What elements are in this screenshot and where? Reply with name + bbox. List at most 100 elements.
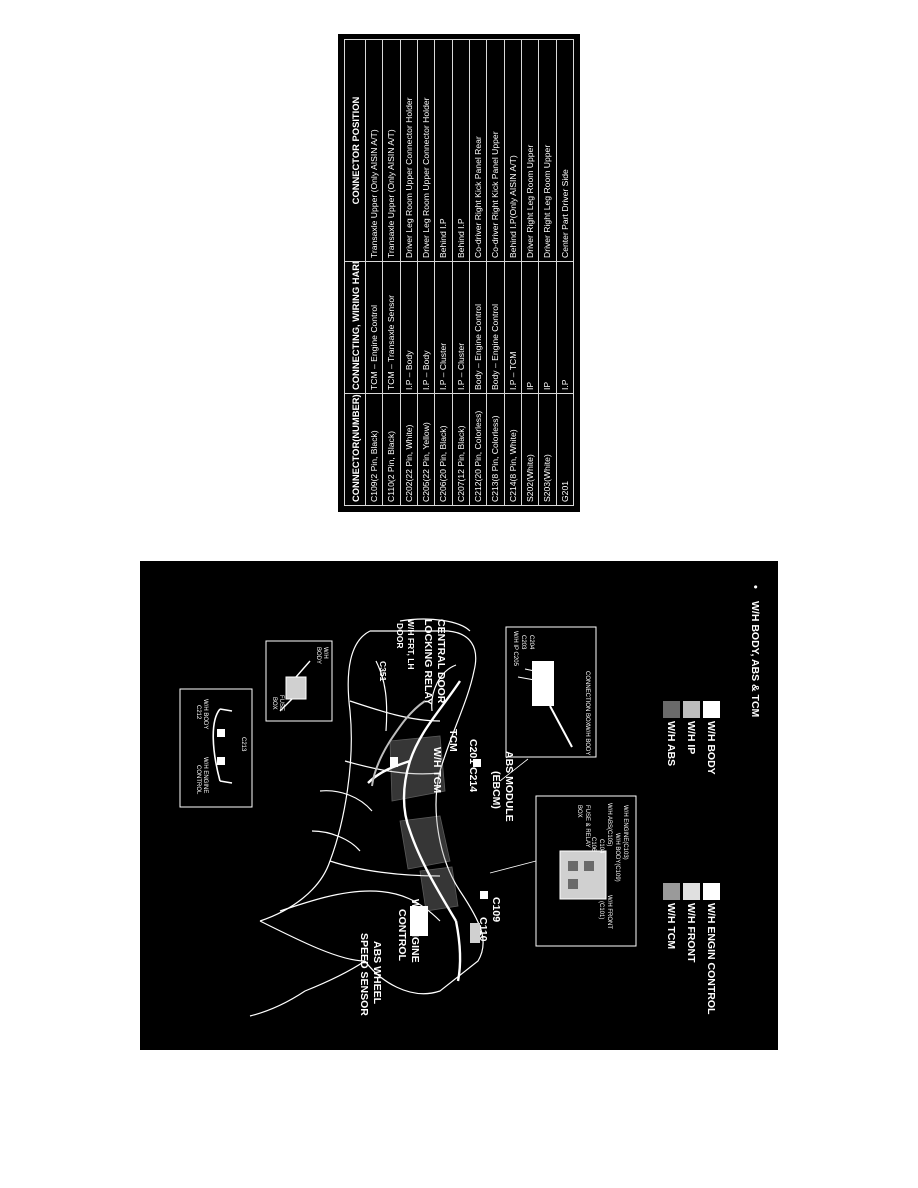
label-c109: C109 [490,897,502,922]
cell-position: Transaxle Upper (Only AISIN A/T) [382,39,401,262]
cell-harness: Body – Engine Control [486,261,505,394]
connector-table: CONNECTOR(NUMBER) CONNECTING, WIRING HAR… [344,39,574,506]
cell-harness: I.P – TCM [504,261,522,394]
leader-line [489,860,537,874]
vehicle-panels [389,735,459,912]
cell-connector: C109(2 Pin, Black) [365,393,383,506]
cell-harness: Body – Engine Control [469,261,487,394]
cell-harness: I.P [556,261,574,394]
label-tcm: TCM [447,729,459,752]
cell-harness: I.P – Cluster [452,261,470,394]
label-c213: C213 [240,737,246,752]
diagram-title: W/H BODY, ABS & TCM [749,601,761,718]
cell-connector: C207(12 Pin, Black) [452,393,470,506]
legend-swatch-ip [683,701,700,718]
label-wh-engine-small: W/H ENGINE [202,757,208,793]
label-wh-frt-lh: W/H FRT, LH [406,619,416,670]
label-abs-module: ABS MODULE [503,751,515,822]
label-wh-body-c212: W/H BODY [202,699,208,729]
cell-connector: C212(20 Pin, Colorless) [469,393,487,506]
label-wh-engine: W/H ENGINE [409,899,421,963]
label-control: CONTROL [396,909,408,961]
cell-connector: C213(8 Pin, Colorless) [486,393,505,506]
cell-position: Transaxle Upper (Only AISIN A/T) [365,39,383,262]
label-ebcm: (EBCM) [490,771,502,809]
wheel-sensor [470,923,480,943]
label-c104: C104 [598,839,604,854]
legend-engine-control: W/H ENGIN CONTROL [705,903,717,1015]
label-box-2: BOX [271,697,277,710]
label-abs-wheel: ABS WHEEL [371,941,383,1005]
cell-position: Co-driver Right Kick Panel Upper [486,39,505,262]
table-row: C212(20 Pin, Colorless)Body – Engine Con… [469,39,487,506]
label-wh-body-small: W/H BODY [584,725,590,755]
label-box: BOX [576,805,582,818]
label-c106: C106 [590,837,596,852]
legend-body: W/H BODY [705,721,717,775]
cell-connector: C206(20 Pin, Black) [434,393,453,506]
label-c212: C212 [195,705,201,720]
label-control-small: CONTROL [195,765,201,795]
legend-swatch-front [683,883,700,900]
label-c101: (C101) [598,901,604,919]
connector-c201-c214 [473,759,481,767]
fuse-box-inset: W/H BODY FUSE BOX [265,640,333,722]
label-fuse-relay: FUSE & RELAY [584,805,590,848]
ip-harness [371,700,426,787]
cell-harness: TCM – Engine Control [365,261,383,394]
label-wh-body-c109: W/H BODY(C109) [614,833,620,882]
legend-swatch-engine [703,883,720,900]
harness-diagram-panel: • W/H BODY, ABS & TCM W/H BODY W/H IP W/… [140,561,778,1050]
table-row: C213(8 Pin, Colorless)Body – Engine Cont… [486,39,505,506]
connector-table-rotated: CONNECTOR(NUMBER) CONNECTING, WIRING HAR… [344,39,574,506]
bullet-mark: • [749,585,761,589]
label-central-door: CENTRAL DOOR [435,619,447,704]
cell-connector: C205(22 Pin, Yellow) [417,393,435,506]
legend-tcm: W/H TCM [665,903,677,949]
abs-module-body [410,906,428,936]
label-c203: C203 [520,635,526,650]
legend-front: W/H FRONT [685,903,697,963]
cell-position: Co-driver Right Kick Panel Rear [469,39,487,262]
cell-position: Center Part Driver Side [556,39,574,262]
cell-harness: I.P – Body [400,261,418,394]
c212-c213-inset: C213 W/H BODY C212 W/H ENGINE CONTROL [179,688,253,808]
legend-swatch-tcm [663,883,680,900]
cell-position: Behind I.P [452,39,470,262]
fuse-relay-inset: W/H ENGINE(C103) W/H BODY(C109) W/H ABS(… [535,795,637,947]
table-row: C110(2 Pin, Black)TCM – Transaxle Sensor… [382,39,401,506]
label-wh-abs-c105: W/H ABS(C105) [606,803,612,846]
cell-position: Behind I.P [434,39,453,262]
connector-c351 [390,757,398,767]
legend-abs: W/H ABS [665,721,677,766]
header-wiring-harness: CONNECTING, WIRING HARNESS [344,261,366,394]
label-wh-ip-c205: W/H IP C205 [512,631,518,667]
connection-box-inset: CONNECTION BOX W/H BODY W/H IP C205 C204… [505,626,597,758]
connector-table-panel: CONNECTOR(NUMBER) CONNECTING, WIRING HAR… [338,34,580,512]
legend-swatch-body [703,701,720,718]
harness-bundles [367,680,462,982]
cell-harness: I.P – Body [417,261,435,394]
cell-connector: S202(White) [521,393,539,506]
label-wh-engine-c103: W/H ENGINE(C103) [622,805,628,860]
label-door: DOOR [395,623,405,649]
label-c201-c214: C201 C214 [467,739,479,792]
header-connector: CONNECTOR(NUMBER) [344,393,366,506]
label-wh-front: W/H FRONT [606,895,612,929]
legend: W/H BODY W/H IP W/H ABS W/H ENGIN CONTRO… [663,701,720,1015]
cell-position: Driver Leg Room Upper Connector Holder [400,39,418,262]
cell-position: Behind I.P(Only AISIN A/T) [504,39,522,262]
cell-connector: C214(8 Pin, White) [504,393,522,506]
label-locking-relay: LOCKING RELAY [422,619,434,705]
label-wh-tcm: W/H TCM [431,747,443,793]
label-c351: C351 [378,661,388,682]
